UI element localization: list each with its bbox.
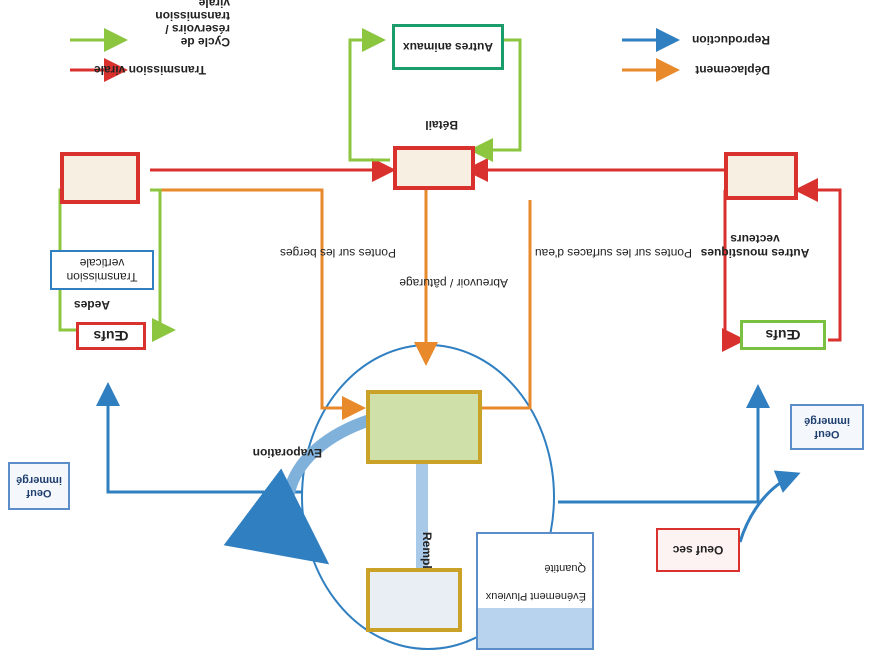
legend-reproduction-label: Reproduction — [692, 33, 770, 47]
rain-item-quantity: Quantité — [544, 562, 586, 574]
rain-event-panel: Événement Pluvieux Quantité — [476, 532, 594, 650]
rain-item-event: Événement Pluvieux — [485, 590, 586, 602]
reproduction-arrow-oeuf-sec — [738, 470, 801, 543]
legend-deplacement-label: Déplacement — [695, 63, 770, 77]
edge-label-pontes-eau: Pontes sur les surfaces d'eau — [534, 246, 692, 260]
rain-event-header — [478, 608, 592, 648]
oeuf-sec-box: Oeuf sec — [656, 528, 740, 572]
legend-transmission-label: Transmission virale — [93, 63, 206, 77]
edge-label-pontes-berges: Pontes sur les berges — [279, 246, 396, 260]
red-loop-left — [722, 190, 746, 352]
aedes-label: Aedes — [73, 298, 110, 312]
evaporation-arrow — [223, 414, 372, 565]
green-cycle-right — [150, 188, 176, 342]
autres-moustiques-label: Autres moustiques vecteurs — [700, 232, 810, 260]
green-cycle-top-2 — [469, 38, 522, 162]
evaporation-label: Evaporation — [252, 446, 322, 460]
oeufs-box-right: Œufs — [76, 322, 146, 350]
legend-cycle-label: Cycle de réservoirs / transmission viral… — [155, 0, 230, 49]
betail-label: Bétail — [425, 118, 458, 132]
edge-label-abreuvoir: Abreuvoir / pâturage — [399, 276, 508, 290]
oeuf-immerge-left-box: Oeuf immergé — [8, 462, 70, 510]
oeufs-box-left: Œufs — [740, 320, 826, 350]
rain-cloud-photo — [366, 568, 462, 632]
autres-animaux-box: Autres animaux — [392, 24, 504, 70]
reproduction-arrow-left — [558, 384, 770, 504]
red-loop-left-2 — [794, 178, 842, 342]
reproduction-arrow-right — [96, 382, 302, 494]
green-cycle-top — [348, 28, 390, 162]
moustique-photo-left — [724, 152, 798, 200]
wetland-photo — [366, 390, 482, 464]
aedes-photo — [60, 152, 140, 204]
oeuf-immerge-right-box: Oeuf immergé — [790, 404, 864, 450]
betail-photo — [393, 146, 475, 190]
orange-arrow-right — [150, 188, 366, 420]
transmission-verticale-box: Transmission verticale — [50, 250, 154, 290]
